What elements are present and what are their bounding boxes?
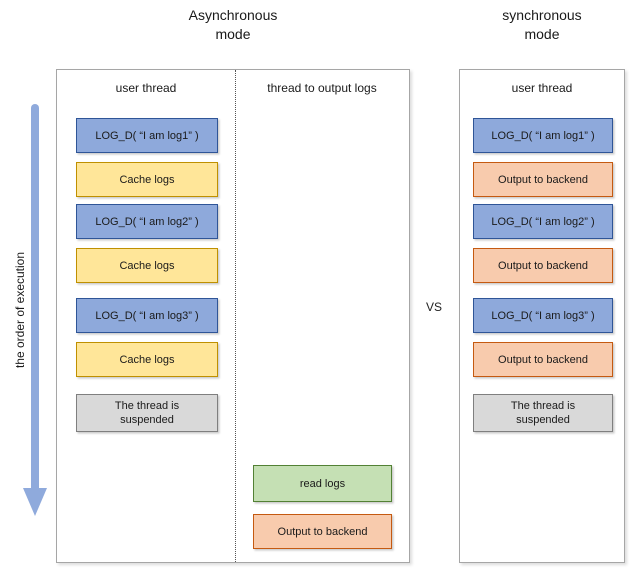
log-call-box: LOG_D( “I am log3” ) bbox=[76, 298, 218, 333]
output-backend-box: Output to backend bbox=[473, 162, 613, 197]
user-thread-column-header: user thread bbox=[115, 81, 177, 95]
cache-logs-box: Cache logs bbox=[76, 342, 218, 377]
output-backend-box: Output to backend bbox=[473, 248, 613, 283]
sync-mode-title: synchronous mode bbox=[502, 7, 582, 42]
thread-suspended-box: The thread is suspended bbox=[76, 394, 218, 432]
log-call-box: LOG_D( “I am log2” ) bbox=[473, 204, 613, 239]
execution-order-arrow-icon bbox=[23, 104, 47, 516]
async-panel: user thread thread to output logs LOG_D(… bbox=[56, 69, 410, 563]
vs-label: VS bbox=[425, 300, 442, 314]
execution-order-label: the order of execution bbox=[13, 251, 27, 369]
output-thread-column-header: thread to output logs bbox=[267, 81, 377, 95]
thread-suspended-box: The thread is suspended bbox=[473, 394, 613, 432]
log-call-box: LOG_D( “I am log2” ) bbox=[76, 204, 218, 239]
column-divider bbox=[235, 70, 236, 562]
async-mode-title: Asynchronous mode bbox=[188, 7, 278, 42]
output-backend-box: Output to backend bbox=[253, 514, 392, 549]
log-call-box: LOG_D( “I am log1” ) bbox=[76, 118, 218, 153]
sync-panel: user thread LOG_D( “I am log1” ) Output … bbox=[459, 69, 625, 563]
output-backend-box: Output to backend bbox=[473, 342, 613, 377]
user-thread-column-header: user thread bbox=[511, 81, 573, 95]
read-logs-box: read logs bbox=[253, 465, 392, 502]
log-call-box: LOG_D( “I am log3” ) bbox=[473, 298, 613, 333]
log-call-box: LOG_D( “I am log1” ) bbox=[473, 118, 613, 153]
cache-logs-box: Cache logs bbox=[76, 248, 218, 283]
cache-logs-box: Cache logs bbox=[76, 162, 218, 197]
